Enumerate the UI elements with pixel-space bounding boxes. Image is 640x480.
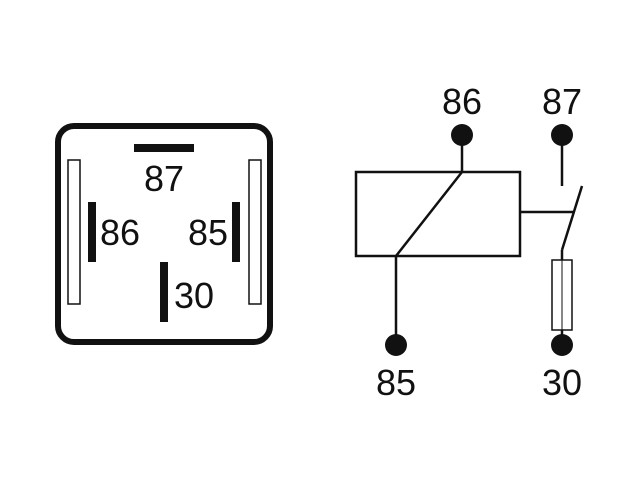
right-side-rail — [248, 159, 262, 305]
coil-box — [354, 170, 522, 258]
pin-30-blade — [160, 262, 168, 322]
terminal-86-label: 86 — [442, 81, 482, 122]
terminals — [385, 124, 573, 356]
terminal-87-dot — [551, 124, 573, 146]
pin-85-blade — [232, 202, 240, 262]
terminal-30-dot — [551, 334, 573, 356]
pin-86-blade — [88, 202, 96, 262]
pin-87-blade — [134, 144, 194, 152]
pin-87-label: 87 — [144, 158, 184, 199]
left-side-rail — [67, 159, 81, 305]
terminal-85-label: 85 — [376, 362, 416, 403]
terminal-87-label: 87 — [542, 81, 582, 122]
pin-86-label: 86 — [100, 212, 140, 253]
terminal-30-label: 30 — [542, 362, 582, 403]
coil-diagonal — [395, 171, 463, 257]
terminal-85-dot — [385, 334, 407, 356]
relay-schematic — [354, 135, 584, 345]
terminal-86-dot — [451, 124, 473, 146]
relay-footprint: 87 86 85 30 — [55, 123, 273, 345]
pin-85-label: 85 — [188, 212, 228, 253]
relay-housing — [55, 123, 273, 345]
pin-30-label: 30 — [174, 275, 214, 316]
switch-blade — [560, 185, 584, 251]
